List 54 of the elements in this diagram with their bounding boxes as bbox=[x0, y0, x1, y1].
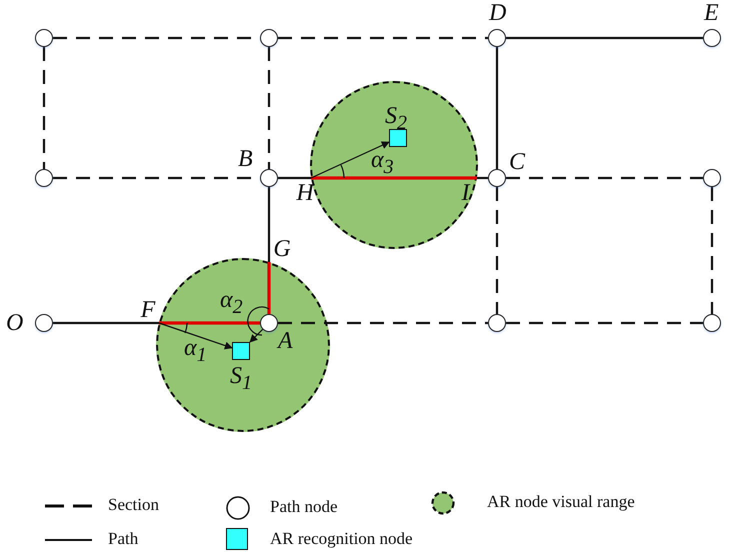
arrow bbox=[158, 322, 233, 350]
point-letter: F bbox=[140, 298, 156, 322]
node-letter: E bbox=[704, 1, 719, 25]
node-letter: S$_{1}$ bbox=[230, 364, 252, 393]
legend-label: Path node bbox=[270, 497, 338, 517]
path-line bbox=[267, 262, 271, 314]
arrow bbox=[310, 142, 390, 179]
node-letter: C bbox=[509, 150, 526, 174]
path-node-circle bbox=[488, 29, 506, 47]
path-node-circle bbox=[35, 314, 53, 332]
section-line bbox=[496, 187, 498, 314]
path-line bbox=[278, 176, 311, 180]
legend-label: AR node visual range bbox=[487, 492, 635, 512]
section-line bbox=[278, 322, 488, 324]
path-line bbox=[53, 322, 159, 324]
recognition-node-square bbox=[232, 342, 250, 360]
arrow bbox=[249, 328, 264, 343]
node-letter: O bbox=[6, 311, 24, 335]
path-line bbox=[477, 176, 488, 180]
path-line bbox=[506, 36, 703, 40]
angle-label: α$_{2}$ bbox=[220, 288, 243, 317]
node-letter: S$_{2}$ bbox=[385, 104, 407, 133]
point-letter: H bbox=[296, 181, 314, 205]
path-node-circle bbox=[703, 169, 721, 187]
legend-label: AR recognition node bbox=[270, 529, 413, 549]
node-letter: D bbox=[489, 1, 506, 25]
legend-label: Section bbox=[108, 495, 159, 515]
node-letter: B bbox=[238, 147, 253, 171]
angle-label: α$_{3}$ bbox=[371, 148, 394, 177]
path-node-circle bbox=[488, 314, 506, 332]
path-node-circle bbox=[260, 169, 278, 187]
legend-label: Path bbox=[108, 529, 138, 549]
section-line bbox=[506, 322, 703, 324]
recognition-node-square bbox=[388, 128, 406, 146]
section-line bbox=[278, 36, 488, 40]
path-line bbox=[268, 187, 270, 262]
path-node-circle bbox=[703, 29, 721, 47]
path-node-circle bbox=[488, 169, 506, 187]
section-line bbox=[506, 176, 703, 180]
path-node-circle bbox=[703, 314, 721, 332]
path-node-circle bbox=[35, 169, 53, 187]
path-node-circle bbox=[260, 314, 278, 332]
section-line bbox=[268, 47, 270, 169]
path-line bbox=[311, 176, 477, 180]
node-letter: A bbox=[278, 329, 293, 353]
point-letter: I bbox=[462, 180, 470, 204]
path-line bbox=[159, 321, 260, 325]
point-letter: G bbox=[273, 237, 291, 261]
section-line bbox=[710, 187, 714, 314]
path-line bbox=[496, 47, 498, 169]
section-line bbox=[42, 47, 46, 169]
path-node-circle bbox=[35, 29, 53, 47]
path-node-circle bbox=[260, 29, 278, 47]
angle-label: α$_{1}$ bbox=[184, 336, 207, 365]
